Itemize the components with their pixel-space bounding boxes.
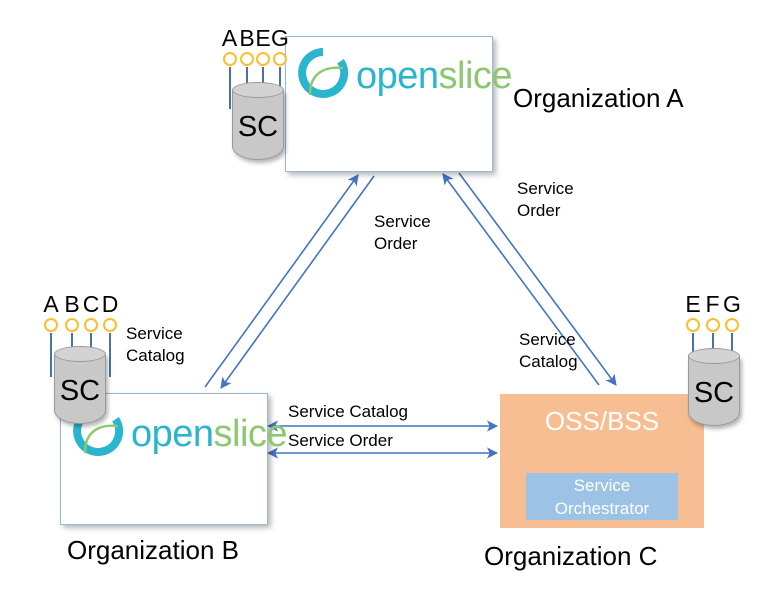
catalog-node: [239, 52, 255, 117]
catalog-item-letter: A: [43, 291, 59, 317]
flow-label-order-b-c: Service Order: [288, 431, 393, 450]
catalog-node: [100, 318, 120, 377]
org-c-catalog-item-nodes: [683, 318, 742, 387]
org-c-catalog-cylinder: SC: [688, 348, 740, 426]
catalog-item-letter: E: [255, 25, 271, 51]
org-a-catalog-item-letters: A B E G: [220, 26, 289, 50]
catalog-node-icon: [103, 318, 117, 332]
catalog-node: [255, 52, 271, 117]
org-b-catalog-item-letters: A B C D: [40, 292, 120, 316]
catalog-node-icon: [256, 52, 270, 66]
catalog-node-icon: [686, 318, 700, 332]
catalog-item-letter: G: [271, 25, 289, 51]
org-b-service-catalog: A B C D SC: [38, 292, 138, 424]
flow-label-line1: Service: [519, 330, 576, 349]
cylinder-top: [688, 348, 740, 364]
org-b-catalog-caption-line2: Catalog: [126, 346, 185, 365]
org-a-openslice-logo: openslice: [298, 48, 513, 103]
org-a-catalog-label: SC: [237, 111, 279, 143]
flow-label-line2: Catalog: [519, 352, 578, 371]
arrow-order-b-to-a: [204, 174, 359, 388]
org-a-caption: Organization A: [513, 83, 684, 113]
catalog-node-stem: [50, 333, 52, 377]
cylinder-body: [232, 90, 284, 160]
catalog-item-letter: B: [64, 291, 80, 317]
org-c-ossbss-title: OSS/BSS: [544, 406, 660, 436]
openslice-word-open: open: [356, 54, 439, 97]
catalog-node: [62, 318, 82, 385]
flow-label-line1: Service: [374, 212, 431, 231]
openslice-word-slice: slice: [213, 412, 288, 455]
cylinder-top: [54, 346, 106, 362]
catalog-item-letter: D: [101, 291, 119, 317]
flow-label-order-b-a: Service Order: [374, 211, 431, 255]
openslice-word-slice: slice: [438, 54, 513, 97]
org-c-catalog-item-letters: E F G: [683, 292, 742, 316]
service-orchestrator-box[interactable]: Service Orchestrator: [526, 473, 678, 520]
catalog-node-icon: [273, 52, 287, 66]
org-b-catalog-label: SC: [59, 375, 101, 407]
catalog-item-letter: F: [705, 291, 720, 317]
catalog-item-letter: B: [239, 25, 255, 51]
catalog-node: [703, 318, 722, 387]
flow-label-catalog-a-c: Service Catalog: [519, 329, 578, 373]
org-c-catalog-label: SC: [693, 377, 735, 409]
catalog-node-icon: [222, 52, 237, 66]
service-orchestrator-line2: Orchestrator: [554, 498, 650, 518]
catalog-node: [271, 52, 289, 137]
flow-label-line2: Order: [517, 201, 561, 220]
flow-label-line2: Order: [374, 234, 418, 253]
org-b-catalog-cylinder: SC: [54, 346, 106, 424]
catalog-node: [40, 318, 62, 377]
catalog-item-letter: C: [82, 291, 100, 317]
catalog-node-icon: [65, 318, 79, 332]
org-b-openslice-logo: openslice: [73, 406, 288, 461]
catalog-node-icon: [44, 318, 58, 332]
org-a-catalog-cylinder: SC: [232, 82, 284, 160]
org-b-catalog-caption: Service Catalog: [126, 323, 185, 367]
org-a-catalog-item-nodes: [220, 52, 289, 137]
catalog-node: [683, 318, 703, 379]
catalog-node-icon: [84, 318, 98, 332]
catalog-node-stem: [109, 333, 111, 377]
org-b-catalog-caption-line1: Service: [126, 324, 183, 343]
catalog-node-icon: [725, 318, 739, 332]
org-c-caption: Organization C: [484, 541, 658, 571]
org-a-service-catalog: A B E G SC: [218, 26, 296, 160]
flow-label-catalog-b-c: Service Catalog: [288, 402, 409, 421]
catalog-item-letter: A: [221, 25, 238, 51]
catalog-node: [82, 318, 100, 385]
openslice-word-open: open: [131, 412, 214, 455]
cylinder-top: [232, 82, 284, 98]
flow-label-line1: Service: [517, 179, 574, 198]
flow-label-order-c-a: Service Order: [517, 178, 574, 222]
cylinder-body: [688, 356, 740, 426]
catalog-node-icon: [240, 52, 254, 66]
catalog-item-letter: E: [685, 291, 701, 317]
openslice-mark-icon: [298, 48, 349, 103]
arrow-catalog-a-to-b: [220, 175, 375, 389]
org-b-catalog-item-nodes: [40, 318, 120, 385]
catalog-node: [220, 52, 239, 109]
catalog-node: [722, 318, 742, 387]
org-c-service-catalog: E F G SC: [680, 292, 754, 426]
catalog-node-icon: [705, 318, 720, 332]
openslice-wordmark: openslice: [356, 54, 513, 97]
catalog-node-stem: [228, 67, 231, 109]
org-a-box[interactable]: [285, 36, 493, 172]
cylinder-body: [54, 354, 106, 424]
openslice-wordmark: openslice: [131, 412, 288, 455]
org-b-caption: Organization B: [67, 535, 239, 565]
service-orchestrator-line1: Service: [573, 475, 631, 495]
catalog-item-letter: G: [723, 291, 741, 317]
